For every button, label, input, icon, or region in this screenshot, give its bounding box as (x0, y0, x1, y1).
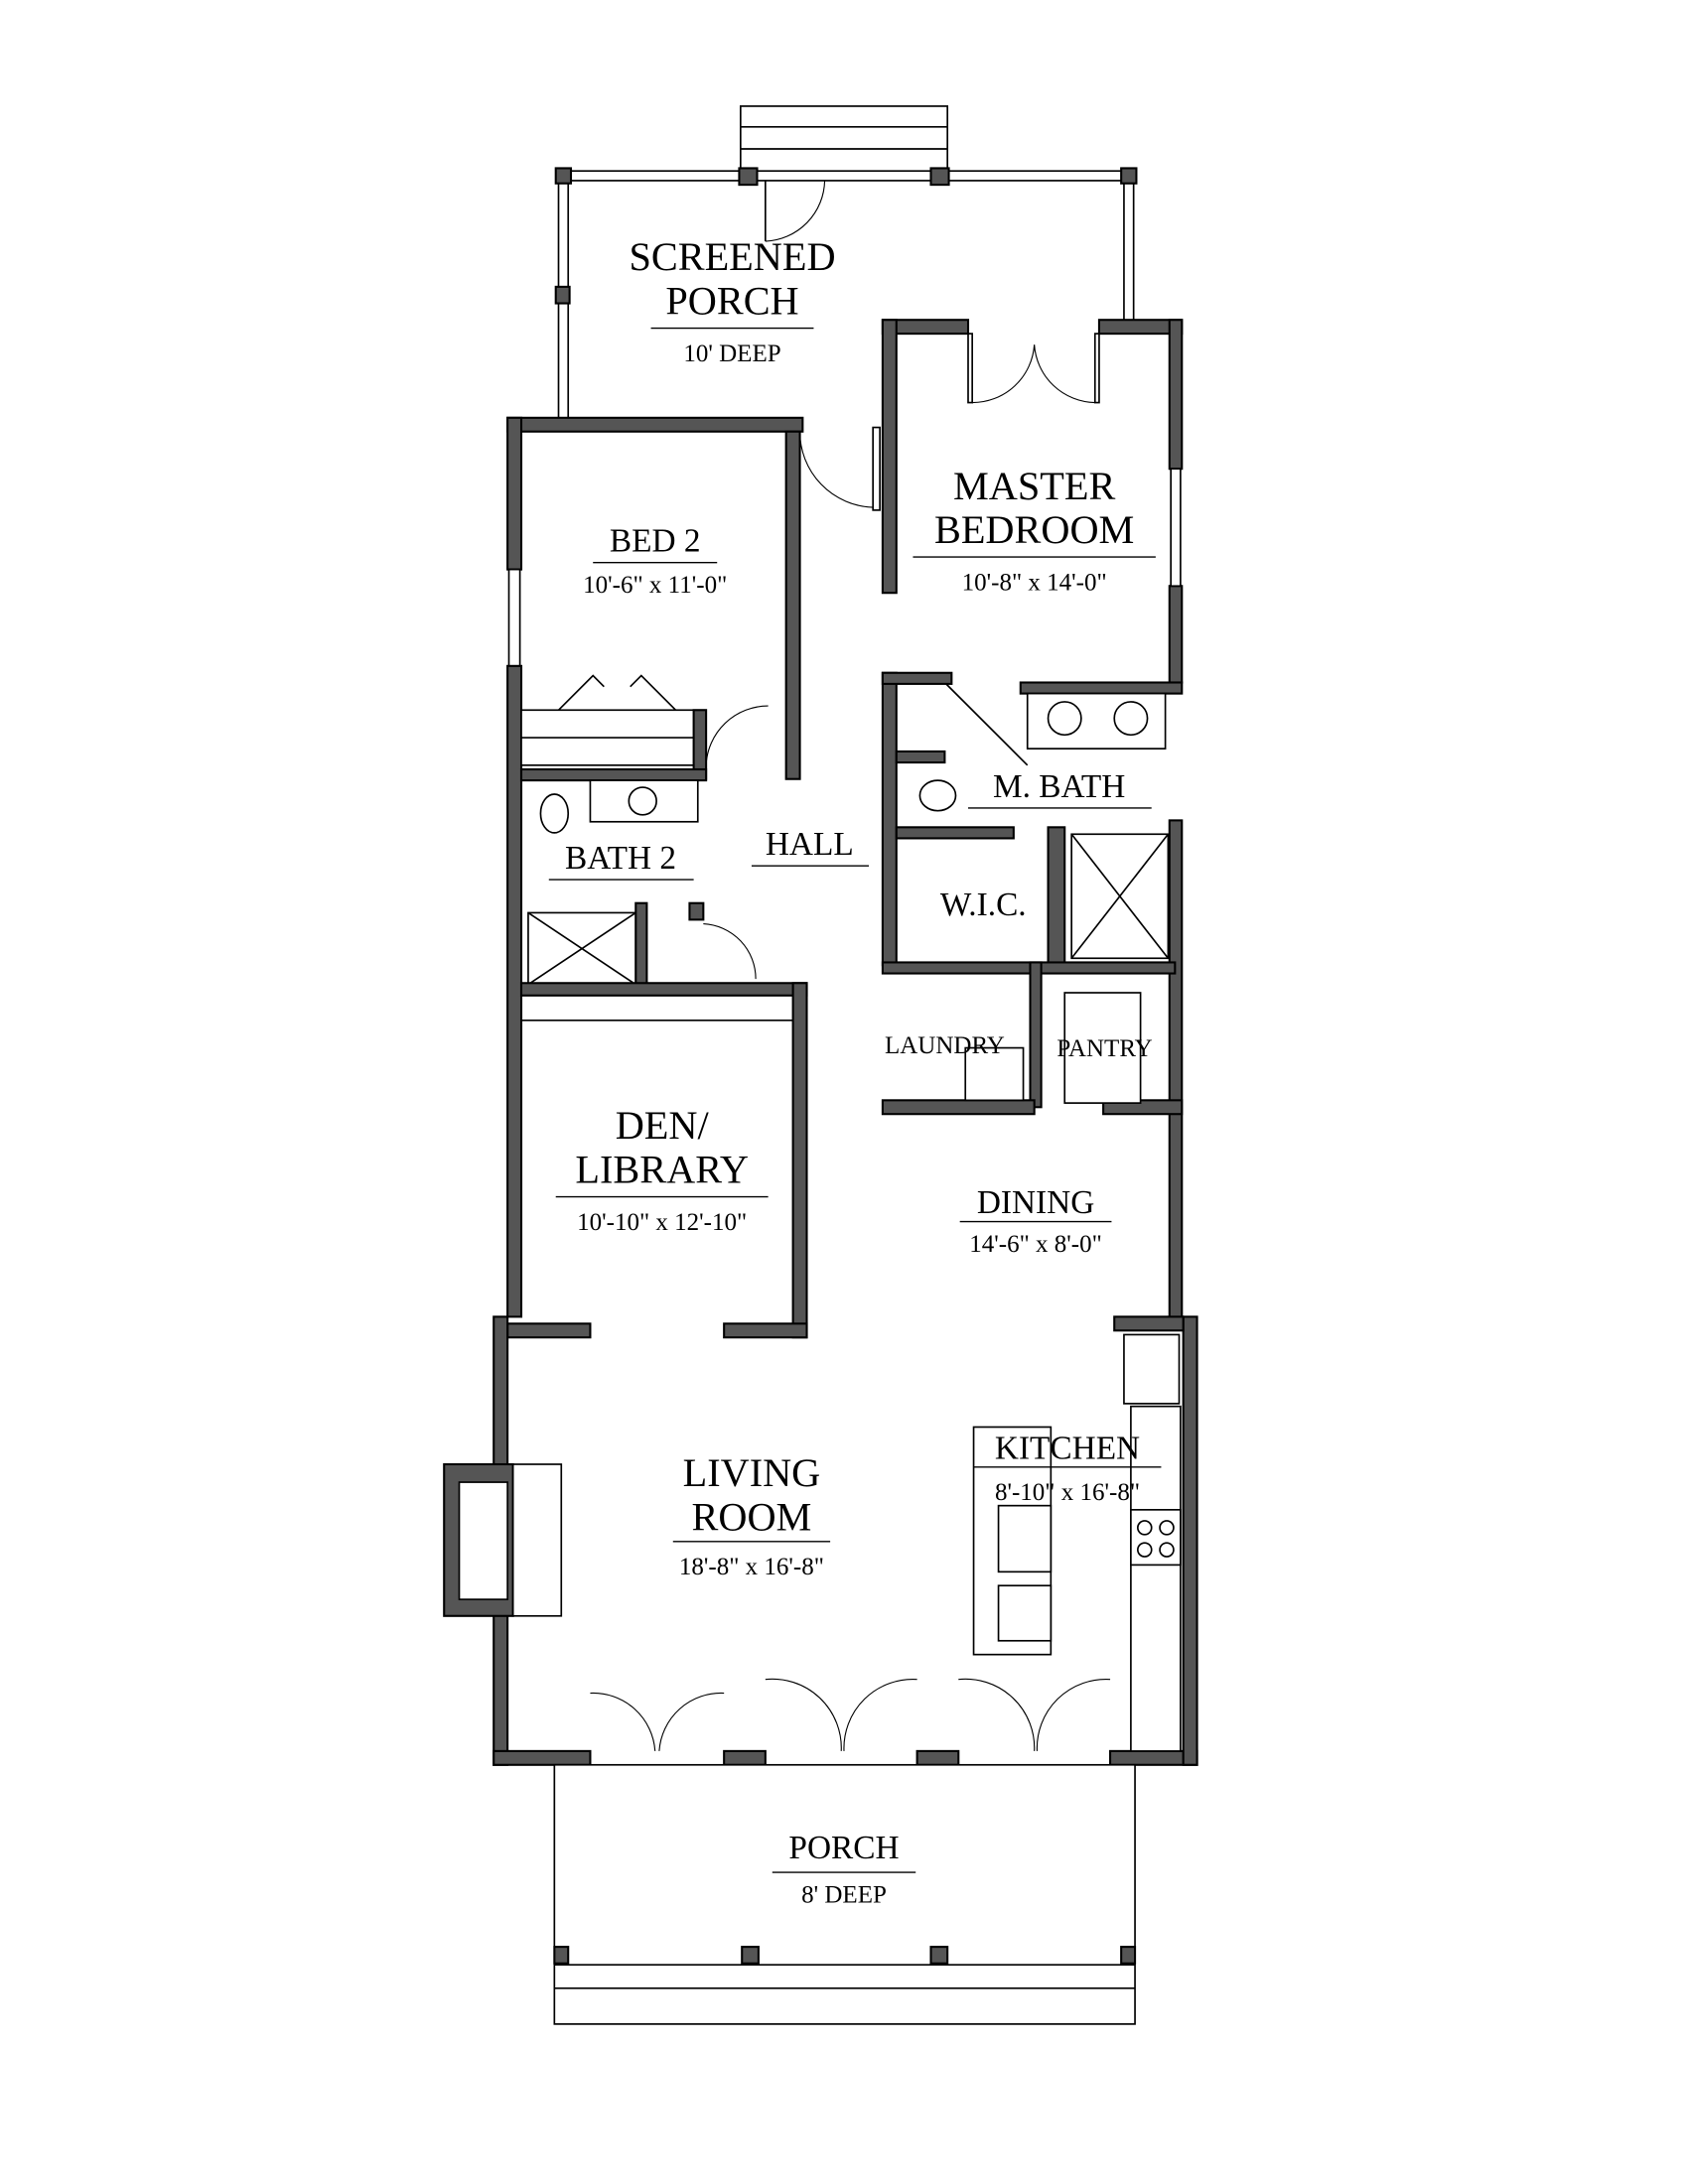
living-room-dim: 18'-8" x 16'-8" (679, 1554, 824, 1580)
porch-label: PORCH (788, 1830, 899, 1866)
wic-label: W.I.C. (940, 887, 1027, 923)
den-dim: 10'-10" x 12'-10" (577, 1209, 747, 1236)
dining-label: DINING (977, 1184, 1094, 1221)
screen-wall-right (1123, 170, 1135, 324)
living-room-label: LIVING (683, 1450, 821, 1495)
bath2-label: BATH 2 (565, 840, 676, 877)
rear-step (740, 105, 948, 174)
room-labels: SCREENED PORCH 10' DEEP MASTER BEDROOM 1… (548, 234, 1162, 1909)
screen-wall-top (557, 170, 1135, 182)
master-bedroom-label-2: BEDROOM (934, 507, 1134, 552)
den-label-2: LIBRARY (575, 1148, 749, 1192)
kitchen-label: KITCHEN (995, 1430, 1140, 1466)
m-bath-label: M. BATH (993, 768, 1125, 805)
screened-porch-dim: 10' DEEP (683, 341, 780, 367)
pantry-label: PANTRY (1056, 1035, 1152, 1062)
porch-dim: 8' DEEP (801, 1882, 887, 1909)
screened-porch-label: SCREENED (629, 234, 835, 279)
bed2-label: BED 2 (610, 523, 701, 560)
master-bedroom-dim: 10'-8" x 14'-0" (962, 569, 1107, 596)
screened-porch-label-2: PORCH (665, 279, 798, 324)
kitchen-dim: 8'-10" x 16'-8" (995, 1479, 1140, 1506)
hall-label: HALL (766, 826, 854, 863)
dining-dim: 14'-6" x 8'-0" (969, 1231, 1102, 1258)
walls (443, 105, 1198, 2025)
living-room-label-2: ROOM (692, 1495, 812, 1540)
laundry-label: LAUNDRY (885, 1032, 1005, 1059)
master-bedroom-label: MASTER (953, 464, 1115, 508)
bed2-dim: 10'-6" x 11'-0" (583, 572, 727, 599)
den-label: DEN/ (616, 1103, 710, 1148)
